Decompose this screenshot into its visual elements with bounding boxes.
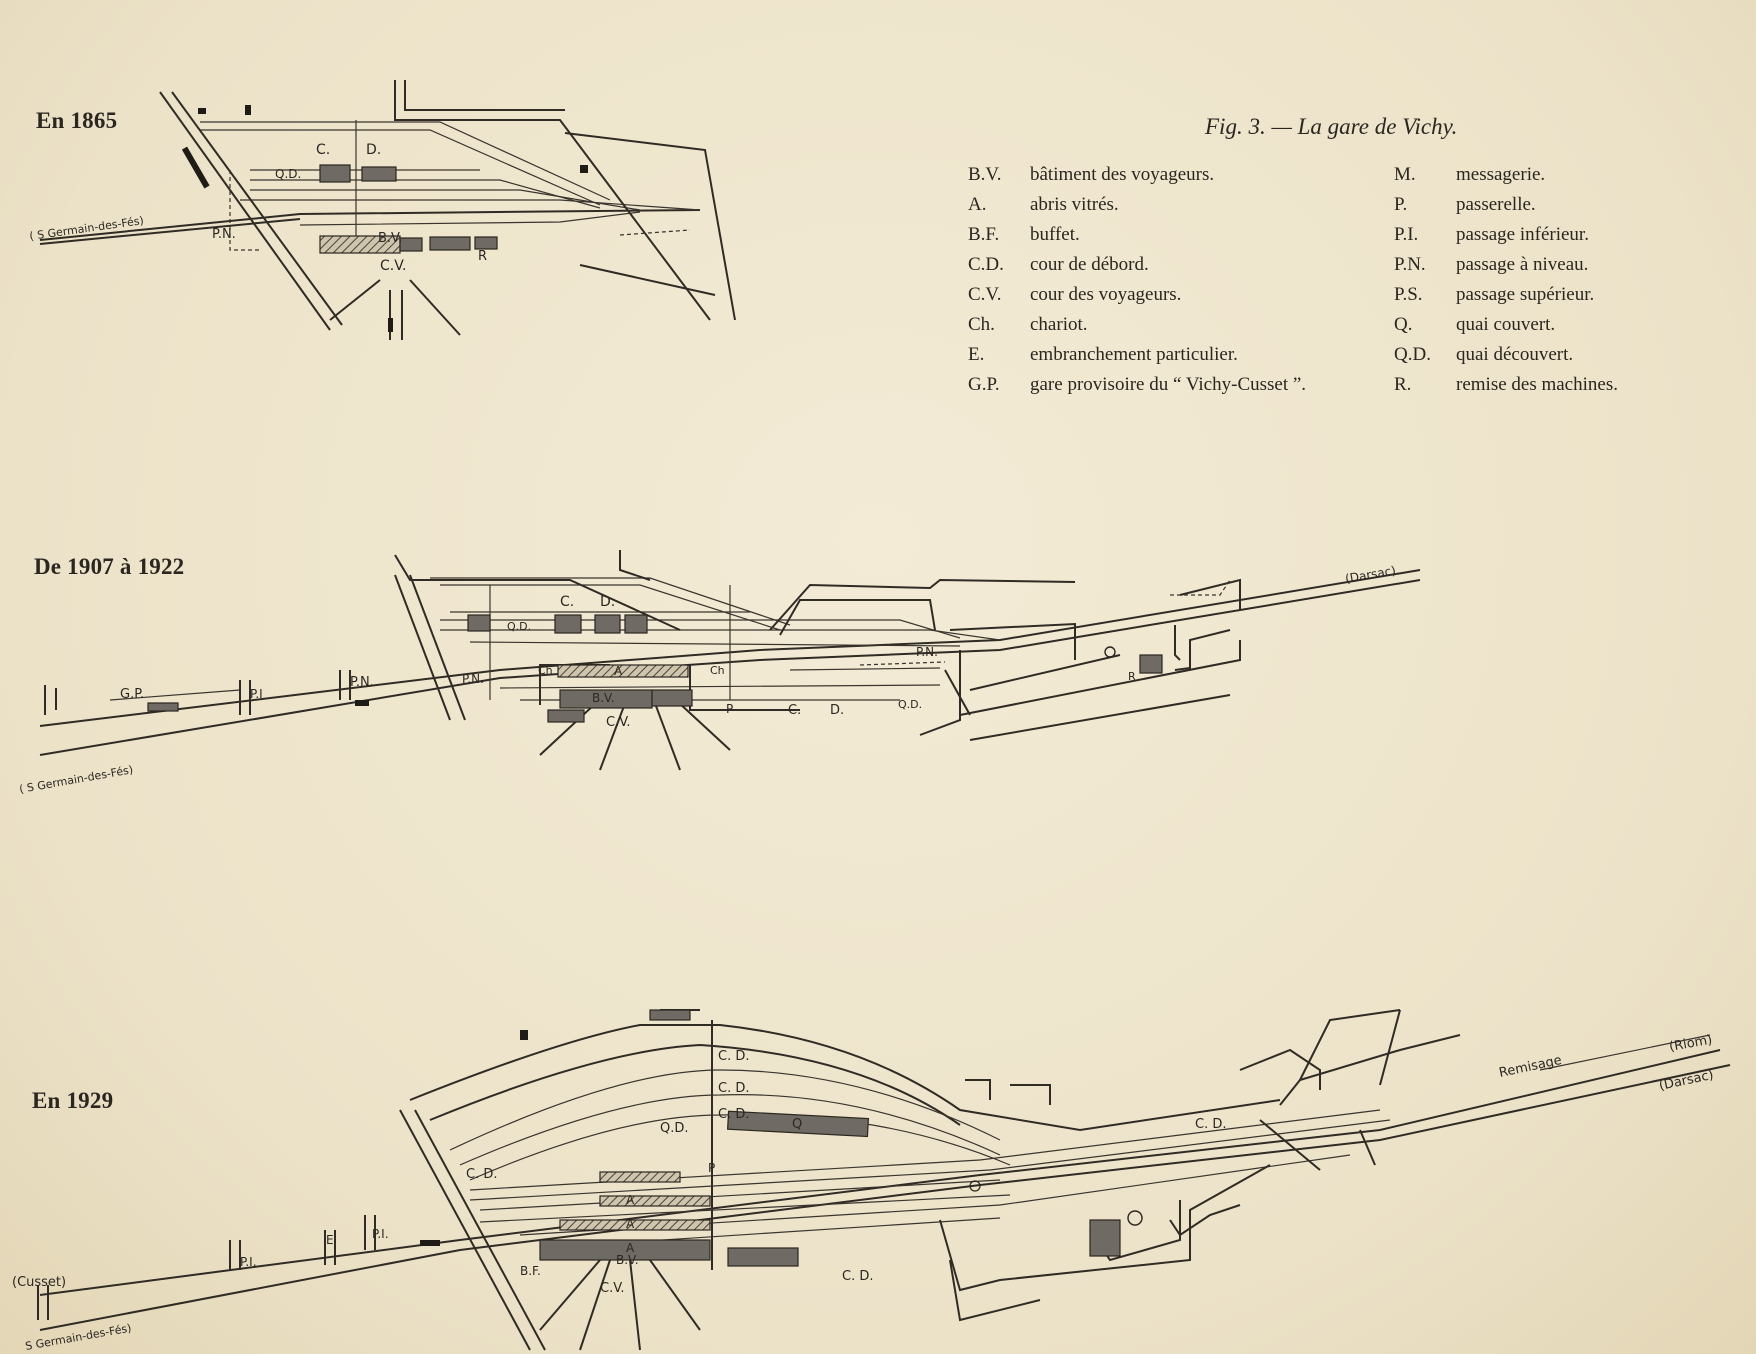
legend-def: cour des voyageurs.	[1030, 284, 1182, 305]
legend-abbr: Q.D.	[1394, 344, 1431, 365]
label-cd-3: C. D.	[718, 1107, 749, 1122]
legend-abbr: M.	[1394, 164, 1416, 185]
label-pi-1: P.I.	[240, 1255, 257, 1269]
legend-abbr: P.N.	[1394, 254, 1426, 275]
legend-def: passerelle.	[1456, 194, 1536, 215]
legend-def: abris vitrés.	[1030, 194, 1119, 215]
era-title-1907: De 1907 à 1922	[34, 554, 185, 579]
label-cusset: (Cusset)	[12, 1275, 66, 1290]
label-darsac: (Darsac)	[1344, 563, 1397, 586]
legend-def: passage supérieur.	[1456, 284, 1595, 305]
label-destination: S Germain-des-Fés)	[24, 1321, 132, 1352]
main-line	[39, 569, 1421, 727]
legend-def: quai découvert.	[1456, 344, 1574, 365]
label-r: R	[1128, 670, 1136, 683]
label-qd: Q.D.	[275, 167, 301, 181]
legend-def: buffet.	[1030, 224, 1080, 245]
legend-def: chariot.	[1030, 314, 1088, 335]
legend-abbr: E.	[968, 344, 985, 365]
legend-def: bâtiment des voyageurs.	[1030, 164, 1215, 185]
label-pn-1: P.N.	[350, 675, 374, 690]
legend-abbr: C.D.	[968, 254, 1004, 275]
label-cd-2: C. D.	[718, 1081, 749, 1096]
label-cv: C.V.	[606, 715, 631, 730]
legend-def: passage à niveau.	[1456, 254, 1589, 275]
legend-def: quai couvert.	[1456, 314, 1556, 335]
label-cd-c: C.	[560, 594, 574, 610]
legend-def: passage inférieur.	[1456, 224, 1589, 245]
label-a-1: A	[626, 1193, 635, 1207]
station-plan-1929: C. D. C. D. C. D. Q.D. Q C. D. C. D. C. …	[12, 1009, 1731, 1353]
era-title-1929: En 1929	[32, 1088, 114, 1113]
main-line-2	[39, 218, 301, 245]
legend-abbr: R.	[1394, 374, 1412, 395]
label-qd-2: Q.D.	[898, 698, 922, 711]
legend-abbr: B.V.	[968, 164, 1002, 185]
label-pn-3: P.N.	[916, 645, 938, 659]
era-title-1865: En 1865	[36, 108, 118, 133]
label-cd-d: D.	[366, 142, 381, 158]
legend-abbr: A.	[968, 194, 987, 215]
legend-def: embranchement particulier.	[1030, 344, 1238, 365]
label-pi: P.I	[250, 687, 263, 701]
label-ch-2: Ch	[710, 664, 725, 677]
main-line	[39, 1049, 1721, 1296]
label-bv: B.V.	[378, 231, 402, 246]
main-line-2	[39, 1064, 1731, 1331]
label-qd: Q.D.	[660, 1121, 689, 1136]
label-gp: G.P.	[120, 687, 144, 702]
main-line	[39, 209, 701, 241]
label-cd2-d: D.	[830, 703, 844, 718]
label-p: P	[708, 1161, 715, 1175]
label-darsac: (Darsac)	[1658, 1068, 1715, 1094]
legend-def: messagerie.	[1456, 164, 1546, 185]
main-line-2	[39, 579, 1421, 756]
label-pn-2: P.N.	[462, 672, 484, 686]
label-p: P	[726, 702, 733, 716]
legend-abbr: G.P.	[968, 374, 1000, 395]
legend-abbr: Ch.	[968, 314, 995, 335]
label-bf: B.F.	[520, 1264, 541, 1278]
label-riom: (Riom)	[1668, 1033, 1713, 1055]
label-a: A	[614, 664, 623, 678]
label-ch-1: Ch	[538, 664, 553, 677]
label-cd2-c: C.	[788, 703, 801, 718]
label-destination: ( S Germain-des-Fés)	[18, 763, 134, 796]
legend-abbr: C.V.	[968, 284, 1002, 305]
label-cv: C.V.	[600, 1281, 625, 1296]
label-q: Q	[792, 1117, 802, 1132]
label-cv: C.V.	[380, 258, 406, 274]
label-a-2: A	[626, 1217, 635, 1231]
legend-abbr: Q.	[1394, 314, 1413, 335]
label-cd-left: C. D.	[466, 1167, 497, 1182]
legend-abbr: P.	[1394, 194, 1408, 215]
label-qd: Q.D.	[507, 620, 531, 633]
label-a-3: A	[626, 1241, 635, 1255]
label-remisage: Remisage	[1498, 1053, 1563, 1081]
label-cd-bottom: C. D.	[842, 1269, 873, 1284]
legend-abbr: P.I.	[1394, 224, 1419, 245]
station-plan-1907: C. D. Q.D. G.P. P.I P.N. P.N. P.N. Ch Ch…	[18, 550, 1421, 796]
station-plan-1865: C. D. Q.D. P.N. B.V. C.V. R ( S Germain-…	[29, 80, 736, 340]
label-pi-2: P.I.	[372, 1227, 389, 1241]
label-cd-c: C.	[316, 142, 330, 158]
legend-left: B.V. bâtiment des voyageurs. A. abris vitr…	[968, 164, 1368, 414]
legend-def: cour de débord.	[1030, 254, 1149, 275]
legend-right: M. messagerie. P. passerelle. P.I. passage …	[1394, 164, 1694, 414]
label-cd-1: C. D.	[718, 1049, 749, 1064]
label-bv: B.V.	[616, 1253, 639, 1267]
legend-abbr: B.F.	[968, 224, 1000, 245]
legend-def: remise des machines.	[1456, 374, 1618, 395]
label-e: E	[326, 1233, 334, 1247]
legend-abbr: P.S.	[1394, 284, 1423, 305]
label-pn: P.N.	[212, 227, 236, 242]
label-cd-d: D.	[600, 594, 615, 610]
label-cd-right: C. D.	[1195, 1117, 1226, 1132]
label-r: R	[478, 249, 487, 264]
legend-def: gare provisoire du “ Vichy-Cusset ”.	[1030, 374, 1307, 395]
figure-caption: Fig. 3. — La gare de Vichy.	[1205, 114, 1458, 139]
label-bv: B.V.	[592, 691, 615, 705]
